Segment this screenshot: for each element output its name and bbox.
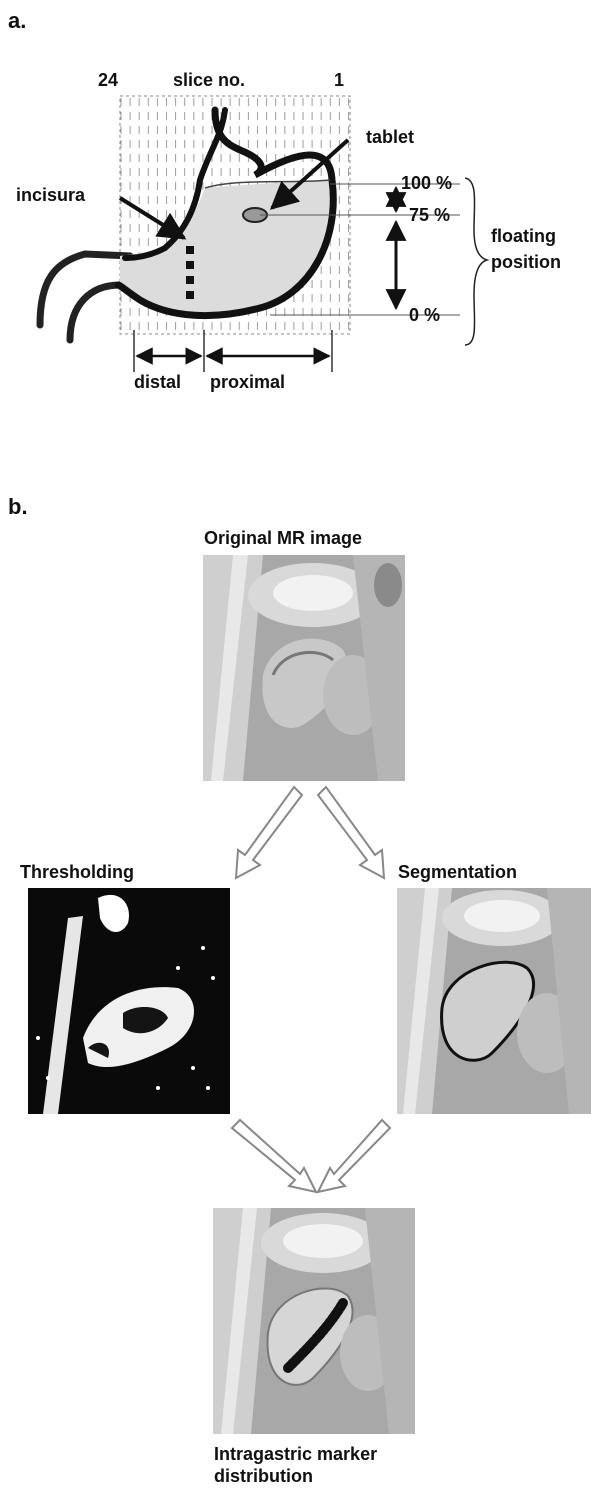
result-title-line2: distribution bbox=[214, 1466, 313, 1487]
segmentation-title: Segmentation bbox=[398, 862, 517, 883]
thresholding-image bbox=[28, 888, 230, 1114]
marker-distribution-image bbox=[213, 1208, 415, 1434]
thresholding-title: Thresholding bbox=[20, 862, 134, 883]
segmentation-image bbox=[397, 888, 591, 1114]
result-title-line1: Intragastric marker bbox=[214, 1444, 377, 1465]
